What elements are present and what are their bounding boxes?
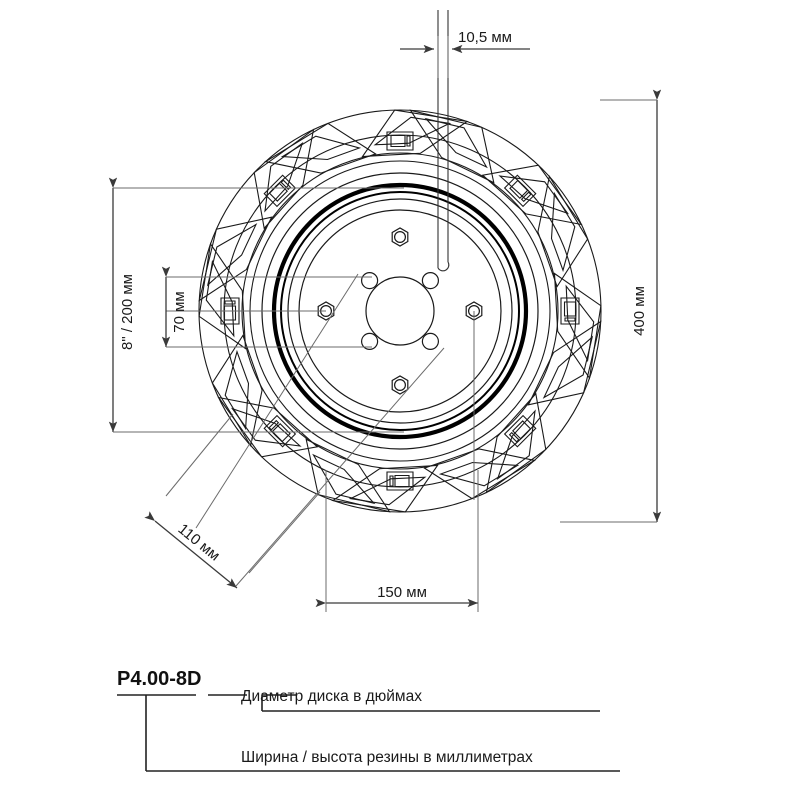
tread-lug (211, 334, 263, 447)
hub-center-bore (365, 276, 435, 346)
tread-lug-blocks (198, 109, 602, 513)
diagonal-extension-line (235, 347, 445, 587)
hex-bolt-shank (394, 231, 407, 244)
disc-face-circle (298, 209, 502, 413)
tread-lug-face (498, 175, 570, 215)
dimension-tire-diameter: 400 мм (560, 89, 662, 523)
tread-lug-face (496, 409, 536, 481)
tread-lug (409, 109, 495, 184)
dim-label-tread-width: 150 мм (377, 584, 427, 601)
dimension-bolt-circle: 70 мм (161, 266, 372, 348)
tread-lug-face (280, 135, 362, 161)
legend-code: P4.00-8D (117, 668, 202, 690)
tread-notch (386, 471, 414, 491)
tread-lug-face (264, 141, 304, 213)
tread-notch (503, 174, 537, 208)
disc-vent-hole (361, 272, 379, 290)
tread-lug-face (438, 461, 520, 487)
dimension-rim-width-top: 10,5 мм (400, 29, 530, 78)
hex-bolt-head (391, 227, 409, 247)
dimension-tread-width: 150 мм (315, 470, 479, 612)
tread-lug (198, 216, 273, 302)
tread-lug (537, 175, 589, 288)
disc-vent-hole (361, 332, 379, 350)
dim-label-tire-diameter: 400 мм (631, 286, 648, 336)
small-hole-group (195, 272, 445, 587)
tread-lug-face (550, 191, 576, 273)
tread-lug-face (230, 407, 302, 447)
tread-lug-face (312, 453, 376, 505)
tread-lug-face (224, 349, 250, 431)
tire-tread-group (198, 109, 602, 513)
tread-lug (527, 320, 602, 406)
dimension-rim-diameter: 8" / 200 мм (108, 177, 404, 433)
disc-vent-hole (421, 332, 439, 350)
dim-label-rim-diameter: 8" / 200 мм (119, 274, 136, 350)
tread-lug-face (542, 335, 594, 399)
tread-lug (264, 122, 377, 174)
legend-callout-disc-diameter: Диаметр диска в дюймах (241, 688, 422, 705)
tread-notch (263, 414, 297, 448)
hex-bolt-group (166, 227, 483, 500)
hex-bolt-shank (394, 379, 407, 392)
dim-label-bolt-circle: 70 мм (171, 291, 188, 332)
tread-lug-face (424, 117, 488, 169)
tread-notch (503, 414, 537, 448)
dimension-tread-depth: 110 мм (144, 413, 321, 589)
rim-hub-group (166, 10, 539, 587)
hex-bolt-head (391, 375, 409, 395)
tread-notch (560, 297, 580, 325)
hex-bolt-head (317, 301, 335, 321)
legend-callout-tire-size: Ширина / высота резины в миллиметрах (241, 749, 533, 766)
tread-lug-face (206, 223, 258, 287)
tread-lug (423, 448, 536, 500)
diagonal-extension-line (195, 273, 359, 529)
tread-lug (305, 438, 391, 513)
dim-label-rim-width: 10,5 мм (458, 29, 512, 46)
legend-block: P4.00-8D Диаметр диска в дюймах Ширина /… (117, 668, 620, 772)
tread-notch (386, 131, 414, 151)
disc-vent-hole (421, 272, 439, 290)
